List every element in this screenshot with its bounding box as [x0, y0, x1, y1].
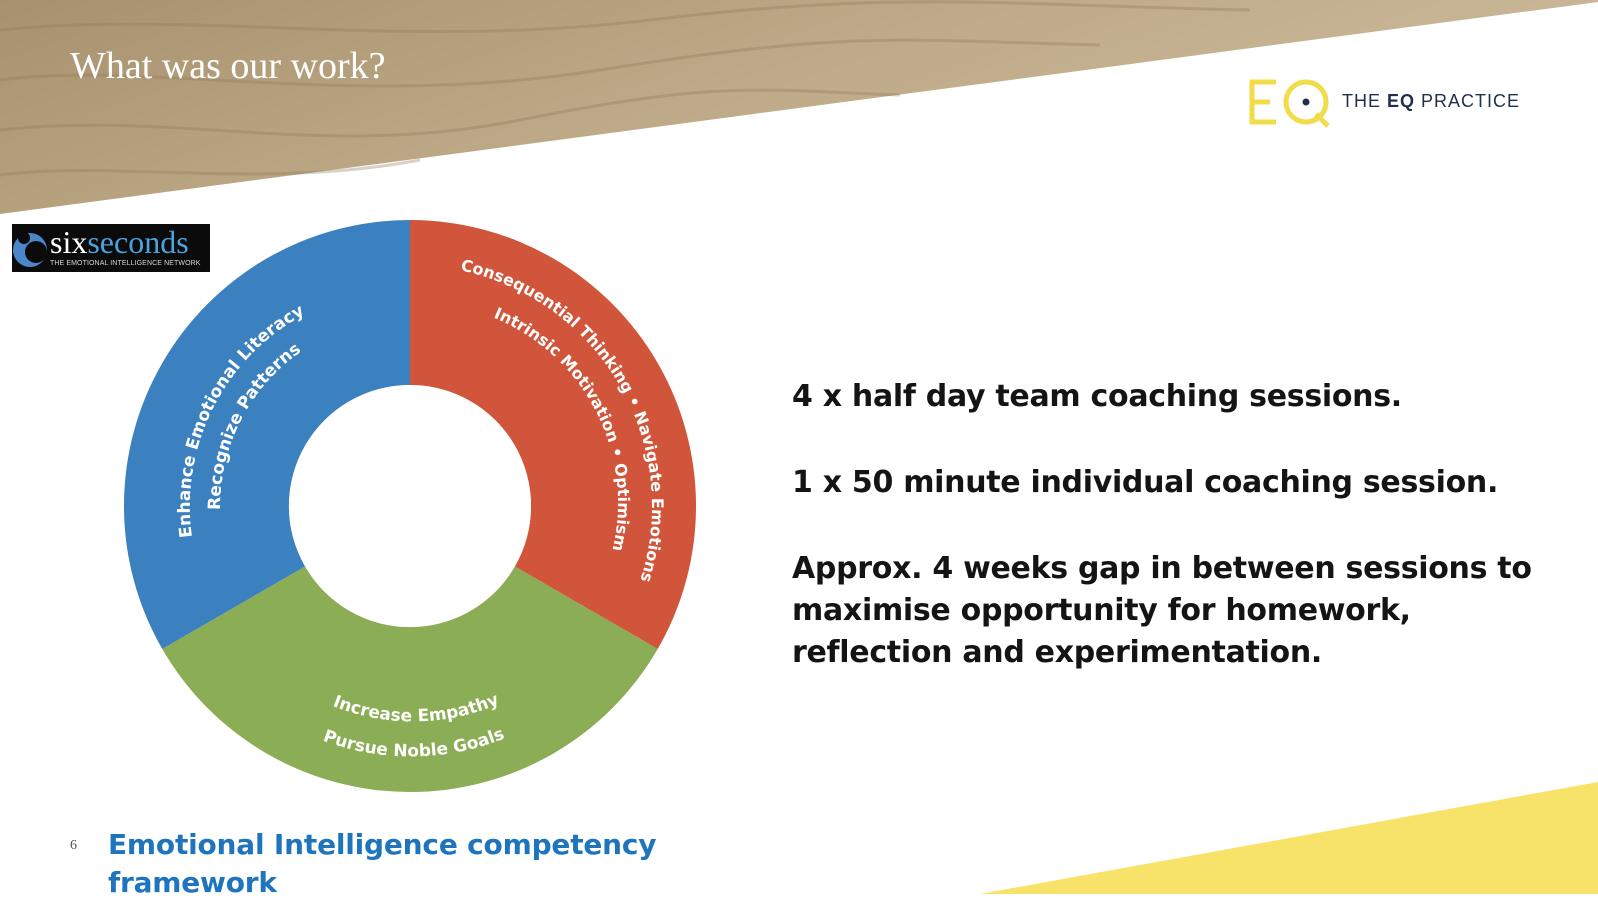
six-seconds-logo: sixseconds THE EMOTIONAL INTELLIGENCE NE… — [12, 224, 210, 272]
wheel-center — [289, 385, 531, 627]
six-seconds-tagline: THE EMOTIONAL INTELLIGENCE NETWORK — [50, 260, 201, 267]
know-yourself-segment — [123, 220, 410, 649]
eq-practice-name: THE EQ PRACTICE — [1342, 91, 1521, 111]
yellow-corner — [980, 782, 1598, 894]
eq-logo-mark-icon — [1249, 79, 1330, 128]
bullet-team-sessions: 4 x half day team coaching sessions. — [792, 379, 1402, 414]
sand-ripples — [0, 0, 1251, 177]
competency-wheel: Enhance Emotional Literacy Recognize Pat… — [123, 220, 697, 793]
session-details: 4 x half day team coaching sessions. 1 x… — [792, 376, 1552, 718]
eq-practice-logo: THE EQ PRACTICE — [1246, 76, 1586, 132]
six-seconds-wordmark: sixseconds — [50, 224, 189, 260]
bullet-session-gap: Approx. 4 weeks gap in between sessions … — [792, 551, 1532, 670]
give-yourself-segment — [162, 566, 658, 793]
framework-caption: Emotional Intelligence competency framew… — [108, 828, 657, 899]
choose-yourself-segment — [410, 220, 697, 649]
sand-banner — [0, 0, 1598, 214]
six-seconds-mark-icon — [13, 232, 47, 267]
slide-title: What was our work? — [70, 45, 386, 87]
bullet-individual-session: 1 x 50 minute individual coaching sessio… — [792, 465, 1499, 500]
page-number: 6 — [70, 838, 77, 853]
